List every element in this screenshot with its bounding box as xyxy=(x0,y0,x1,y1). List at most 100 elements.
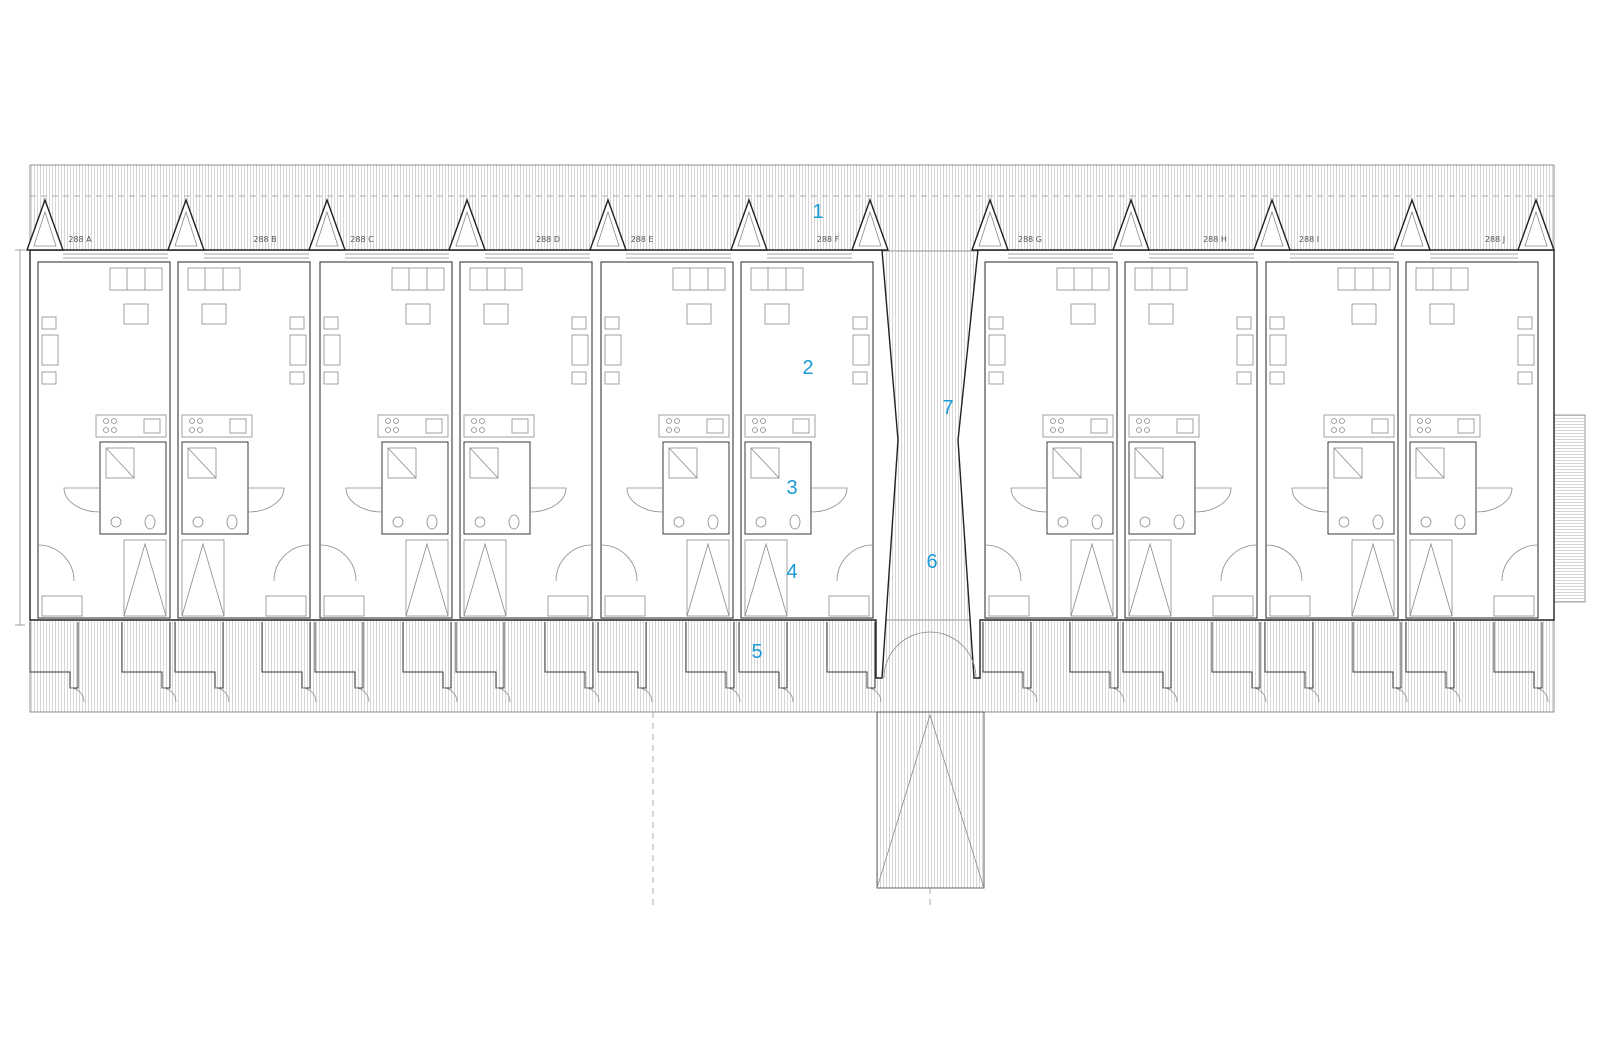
kitchen-counter xyxy=(1042,414,1114,438)
bay-window xyxy=(308,197,346,251)
callout-4: 4 xyxy=(786,561,797,583)
sofa xyxy=(109,267,163,291)
shower-mark xyxy=(1134,447,1164,479)
door-swing xyxy=(836,544,874,582)
stove-burner xyxy=(674,418,680,424)
sink xyxy=(229,418,247,434)
door-swing xyxy=(495,687,511,703)
shower-mark xyxy=(668,447,698,479)
storage-porch xyxy=(1264,622,1314,689)
chair xyxy=(1517,316,1533,330)
storage-porch xyxy=(1352,622,1402,689)
door-swing xyxy=(1501,544,1539,582)
door-swing xyxy=(1265,544,1303,582)
door-swing xyxy=(1475,487,1513,513)
stove-burner xyxy=(385,427,391,433)
door-swing xyxy=(1022,687,1038,703)
stove-burner xyxy=(674,427,680,433)
sink xyxy=(1176,418,1194,434)
apartment-unit xyxy=(600,261,734,619)
kitchen-counter xyxy=(744,414,816,438)
shower xyxy=(1134,447,1164,479)
closet-mark xyxy=(405,542,449,617)
bench xyxy=(604,595,646,617)
sink xyxy=(143,418,161,434)
door-swing xyxy=(1304,687,1320,703)
sofa xyxy=(391,267,445,291)
stove-burner xyxy=(189,418,195,424)
apartment-unit xyxy=(177,261,311,619)
dining-table xyxy=(604,334,622,366)
chair xyxy=(571,316,587,330)
unit-label-288h: 288 H xyxy=(1203,235,1227,244)
chair xyxy=(604,371,620,385)
bay-window xyxy=(851,197,889,251)
sofa xyxy=(1134,267,1188,291)
stove-burner xyxy=(1050,427,1056,433)
stove-burner xyxy=(1417,427,1423,433)
door-swing xyxy=(1251,687,1267,703)
bay-window-glass xyxy=(1260,210,1284,247)
stove-burner xyxy=(1425,418,1431,424)
dining-table xyxy=(988,334,1006,366)
stove-burner xyxy=(471,427,477,433)
apartment-unit xyxy=(1405,261,1539,619)
stove-burner xyxy=(760,418,766,424)
bench xyxy=(41,595,83,617)
sink-basin xyxy=(392,516,404,528)
sofa xyxy=(750,267,804,291)
storage-porch xyxy=(597,622,647,689)
chair xyxy=(852,371,868,385)
kitchen-counter xyxy=(658,414,730,438)
sofa xyxy=(1415,267,1469,291)
door-swing xyxy=(301,687,317,703)
toilet xyxy=(1372,514,1384,530)
storage-porch xyxy=(174,622,224,689)
closet xyxy=(686,539,730,617)
callout-5: 5 xyxy=(751,641,762,663)
sink xyxy=(1457,418,1475,434)
coffee-table xyxy=(1351,303,1377,325)
shower xyxy=(187,447,217,479)
door-swing xyxy=(1445,687,1461,703)
shower xyxy=(387,447,417,479)
dining-table xyxy=(1517,334,1535,366)
unit-pair xyxy=(37,261,311,619)
closet-mark xyxy=(686,542,730,617)
coffee-table xyxy=(483,303,509,325)
closet xyxy=(123,539,167,617)
bench xyxy=(1493,595,1535,617)
toilet xyxy=(707,514,719,530)
closet-mark xyxy=(1409,542,1453,617)
door-swing xyxy=(1291,487,1329,513)
unit-label-288e: 288 E xyxy=(631,235,654,244)
unit-label-288i: 288 I xyxy=(1299,235,1319,244)
door-swing xyxy=(883,631,931,679)
bench xyxy=(1212,595,1254,617)
door-swing xyxy=(1533,687,1549,703)
bay-window-glass xyxy=(1119,210,1143,247)
closet-mark xyxy=(1070,542,1114,617)
sink xyxy=(706,418,724,434)
kitchen-counter xyxy=(1323,414,1395,438)
kitchen-counter xyxy=(1128,414,1200,438)
kitchen-counter xyxy=(463,414,535,438)
coffee-table xyxy=(405,303,431,325)
door-swing xyxy=(778,687,794,703)
stove-burner xyxy=(760,427,766,433)
unit-label-288c: 288 C xyxy=(350,235,374,244)
sink-basin xyxy=(474,516,486,528)
apartment-unit xyxy=(1124,261,1258,619)
ramp-arrow xyxy=(876,713,985,889)
stove-burner xyxy=(471,418,477,424)
door-swing xyxy=(584,687,600,703)
door-swing xyxy=(214,687,230,703)
bay-window-glass xyxy=(33,210,57,247)
door-swing xyxy=(1392,687,1408,703)
apartment-unit xyxy=(459,261,593,619)
door-swing xyxy=(866,687,882,703)
door-swing xyxy=(354,687,370,703)
door-swing xyxy=(161,687,177,703)
bay-window-glass xyxy=(737,210,761,247)
sink-basin xyxy=(673,516,685,528)
